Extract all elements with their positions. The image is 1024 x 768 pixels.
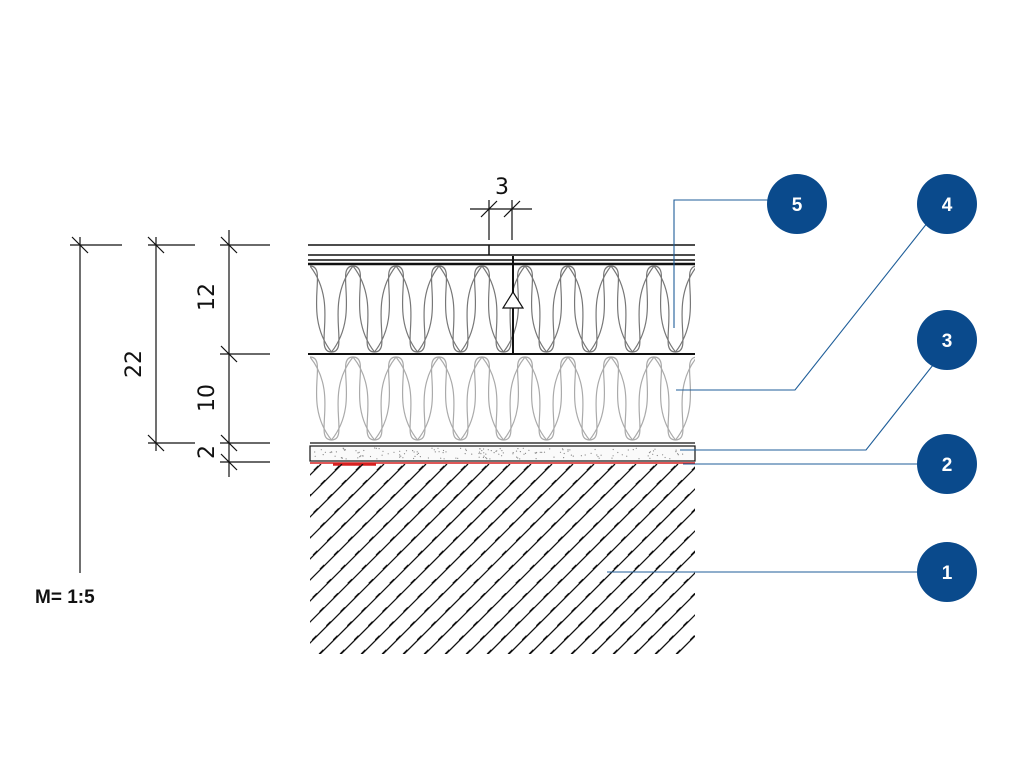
membrane-line [310, 462, 695, 466]
marker-1: 1 [917, 542, 977, 602]
marker-4: 4 [917, 174, 977, 234]
svg-text:1: 1 [942, 563, 953, 584]
svg-text:2: 2 [942, 455, 953, 476]
leader-lines [607, 199, 934, 573]
base-screed-layer [309, 442, 696, 462]
dim-base-layer: 2 [195, 445, 220, 459]
joint-profile [501, 256, 525, 354]
concrete-slab [310, 464, 695, 654]
svg-text:4: 4 [942, 195, 953, 216]
marker-5: 5 [767, 174, 827, 234]
dim-joint-width: 3 [495, 175, 509, 200]
marker-2: 2 [917, 434, 977, 494]
dim-lower-insulation: 10 [195, 384, 220, 412]
dim-upper-insulation: 12 [195, 283, 220, 311]
dimension-lines [70, 200, 532, 573]
top-cover-layers [308, 244, 695, 266]
lower-insulation-layer [310, 356, 695, 441]
upper-insulation-layer [308, 265, 695, 355]
dim-total-height: 22 [122, 350, 147, 378]
svg-text:5: 5 [792, 195, 803, 216]
svg-text:3: 3 [942, 331, 953, 352]
scale-label: M= 1:5 [35, 587, 95, 608]
marker-3: 3 [917, 310, 977, 370]
